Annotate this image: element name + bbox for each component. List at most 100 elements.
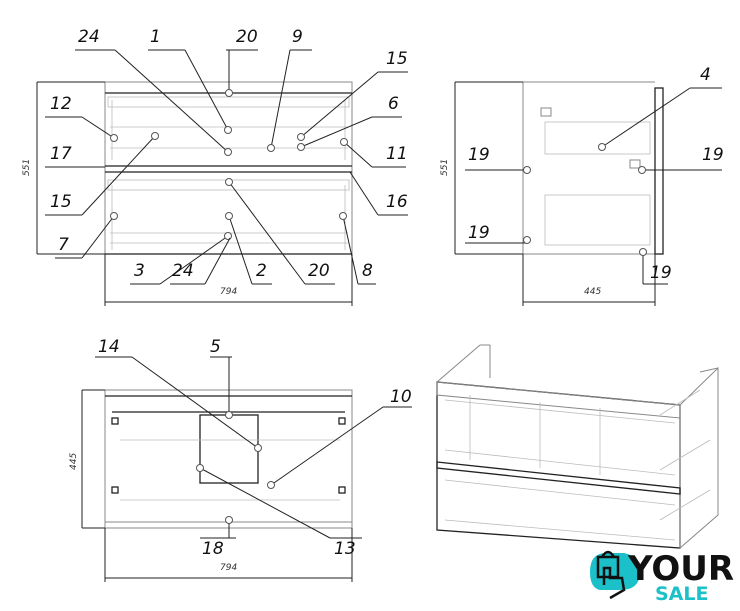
side-height-dim: 551 (440, 159, 450, 176)
callout-front-view-8: 17 (45, 144, 105, 168)
callout-front-view-13: 24 (170, 237, 231, 285)
callout-number: 9 (292, 27, 303, 47)
callout-leader (114, 49, 229, 153)
callout-front-view-2: 20 (225, 27, 258, 97)
part-marker (339, 212, 347, 220)
callout-number: 16 (386, 192, 408, 212)
callout-bottom-view-2: 10 (267, 387, 412, 489)
callout-front-view-5: 6 (297, 94, 402, 151)
part-marker (297, 133, 305, 141)
callout-number: 15 (386, 49, 408, 69)
part-marker (196, 464, 204, 472)
callout-number: 6 (388, 94, 399, 114)
callout-number: 17 (50, 144, 72, 164)
part-marker (523, 166, 531, 174)
callout-number: 24 (172, 261, 194, 281)
callout-number: 13 (334, 539, 356, 559)
callout-number: 7 (58, 235, 69, 255)
callout-number: 20 (236, 27, 258, 47)
callout-number: 18 (202, 539, 224, 559)
part-marker (225, 178, 233, 186)
callout-front-view-11: 7 (55, 212, 118, 259)
callout-front-view-15: 20 (225, 178, 335, 285)
callout-bottom-view-1: 5 (210, 337, 233, 419)
part-marker (224, 148, 232, 156)
logo-word-sale: SALE (655, 583, 708, 605)
front-height-dim: 551 (22, 159, 32, 176)
callout-front-view-10: 16 (349, 171, 408, 216)
callout-leader (270, 49, 291, 149)
callout-leader (270, 406, 384, 486)
callout-side-view-1: 19 (465, 145, 531, 174)
hand-icon (602, 566, 626, 600)
callout-number: 12 (50, 94, 72, 114)
part-marker (254, 444, 262, 452)
callout-number: 19 (702, 145, 724, 165)
callout-number: 19 (650, 263, 672, 283)
callout-front-view-12: 3 (130, 232, 232, 285)
callout-number: 1 (150, 27, 161, 47)
callout-number: 14 (98, 337, 120, 357)
part-marker (267, 481, 275, 489)
callout-leader (349, 171, 379, 216)
callout-leader (228, 215, 253, 285)
side-depth-dim: 445 (584, 287, 601, 297)
callout-number: 4 (700, 65, 711, 85)
callout-number: 19 (468, 145, 490, 165)
part-marker (225, 516, 233, 524)
part-marker (598, 143, 606, 151)
part-marker (110, 134, 118, 142)
callout-leader (204, 237, 231, 285)
part-marker (224, 126, 232, 134)
callout-leader (342, 215, 359, 285)
callout-number: 8 (362, 261, 373, 281)
callout-leader (131, 356, 259, 449)
callout-number: 24 (78, 27, 100, 47)
part-marker (225, 212, 233, 220)
callout-number: 3 (134, 261, 145, 281)
callout-front-view-14: 2 (225, 212, 272, 285)
callout-leader (300, 71, 379, 138)
yoursale-logo: YOUR SALE (590, 549, 734, 605)
callout-front-view-3: 9 (267, 27, 312, 152)
logo-word-your: YOUR (627, 549, 734, 589)
callout-leader (184, 49, 229, 131)
callout-bottom-view-3: 18 (200, 516, 236, 559)
callout-bottom-view-4: 13 (196, 464, 362, 559)
callout-side-view-3: 19 (465, 223, 531, 244)
part-marker (638, 166, 646, 174)
callout-front-view-0: 24 (75, 27, 232, 156)
callout-side-view-4: 19 (639, 248, 672, 285)
callout-leader (601, 87, 691, 148)
callout-front-view-6: 11 (340, 138, 408, 168)
part-marker (225, 411, 233, 419)
callout-number: 11 (386, 144, 408, 164)
callout-leader (228, 181, 306, 285)
bottom-depth-dim: 445 (69, 453, 79, 470)
bottom-width-dim: 794 (220, 563, 237, 573)
callout-leader (81, 135, 156, 216)
side-view: 551 445 (440, 81, 664, 306)
callout-bottom-view-0: 14 (95, 337, 262, 452)
part-marker (523, 236, 531, 244)
callout-leader (300, 116, 373, 148)
part-marker (297, 143, 305, 151)
part-marker (110, 212, 118, 220)
part-marker (224, 232, 232, 240)
callout-front-view-16: 8 (339, 212, 376, 285)
callout-number: 19 (468, 223, 490, 243)
part-marker (225, 89, 233, 97)
callout-number: 10 (390, 387, 412, 407)
callout-leader (199, 467, 331, 539)
callout-number: 5 (210, 337, 221, 357)
part-marker (267, 144, 275, 152)
callout-side-view-2: 19 (638, 145, 724, 174)
shopping-bag-icon (596, 555, 620, 579)
callout-leader (81, 116, 115, 139)
front-width-dim: 794 (220, 287, 237, 297)
part-marker (639, 248, 647, 256)
callout-leader (81, 215, 115, 259)
part-marker (340, 138, 348, 146)
